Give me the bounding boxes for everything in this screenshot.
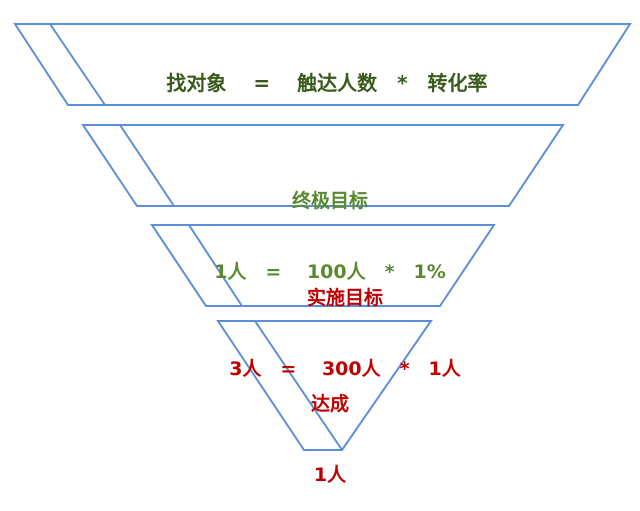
level-3-title: 实施目标 [306,286,383,309]
funnel-level-4-shape [216,320,433,451]
level-1-formula: 找对象 = 触达人数 * 转化率 [166,71,488,95]
funnel-level-3-shape [150,224,496,307]
funnel-level-2-shape [81,124,565,207]
level-2-title: 终极目标 [291,189,368,212]
funnel-diagram [13,23,632,451]
funnel-level-1-shape [13,23,632,106]
funnel-level-4-label: 达成 1人 [230,345,430,511]
funnel-level-2-label: 终极目标 1人 = 100人 * 1% [120,142,540,308]
level-4-title: 达成 [310,392,349,415]
level-3-formula: 3人 = 300人 * 1人 [229,357,461,380]
level-4-formula: 1人 [313,463,347,486]
funnel-level-3-label: 实施目标 3人 = 300人 * 1人 [190,239,500,405]
funnel-level-1-label: 找对象 = 触达人数 * 转化率 [0,46,640,96]
level-2-formula: 1人 = 100人 * 1% [214,260,446,283]
